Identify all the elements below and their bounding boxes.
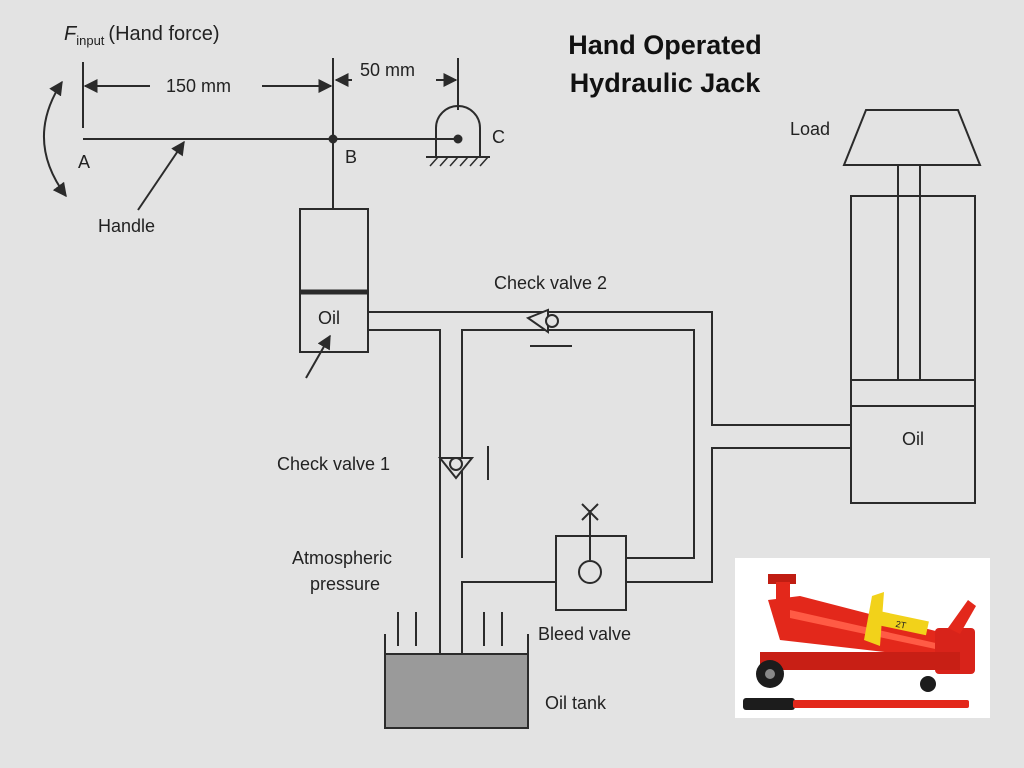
jack-rear-wheel (920, 676, 936, 692)
jack-handle-bar (793, 700, 969, 708)
ram-rod (897, 164, 921, 381)
jack-front-wheel-hub (765, 669, 775, 679)
jack-saddle (768, 574, 796, 584)
pipe-inner-return (461, 329, 695, 559)
atmospheric-label-1: Atmospheric (292, 548, 392, 568)
point-c-label: C (492, 127, 505, 147)
dim-150-label: 150 mm (166, 76, 231, 96)
load-label: Load (790, 119, 830, 139)
jack-label-plate (875, 610, 929, 636)
check-valve-1-ball (449, 457, 463, 471)
atmospheric-label-2: pressure (310, 574, 380, 594)
check-valve-2-label: Check valve 2 (494, 273, 607, 293)
floor-jack-photo: 2T (735, 558, 990, 718)
jack-yellow-clamp (864, 592, 884, 646)
point-a-label: A (78, 152, 90, 172)
oil-tank-wall (384, 634, 529, 729)
title-line-1: Hand Operated (568, 30, 762, 60)
pin-support-c (435, 105, 481, 157)
pin-c-dot (453, 134, 463, 144)
pipe-inner-top (368, 329, 441, 690)
bleed-valve-x (581, 503, 599, 521)
dim-50-label: 50 mm (360, 60, 415, 80)
force-curved-arrow (43, 80, 67, 198)
load-block (842, 109, 982, 166)
jack-saddle-post (776, 582, 790, 600)
oil-tank-fill (385, 654, 528, 728)
title-line-2: Hydraulic Jack (569, 68, 761, 98)
jack-handle-socket (948, 600, 976, 634)
jack-arm-highlight (790, 610, 940, 650)
oil-tank-label: Oil tank (545, 693, 607, 713)
lift-piston (850, 379, 976, 407)
pump-oil-label: Oil (318, 308, 340, 328)
handle-label: Handle (98, 216, 155, 236)
jack-base-frame (760, 652, 960, 670)
jack-handle-grip (743, 698, 795, 710)
pipe-outer (368, 311, 851, 426)
check-valve-1-label: Check valve 1 (277, 454, 390, 474)
bleed-valve-label: Bleed valve (538, 624, 631, 644)
lift-oil-label: Oil (902, 429, 924, 449)
pivot-b-dot (328, 134, 338, 144)
pipe-bleed-return (626, 447, 851, 583)
pump-cylinder (299, 208, 369, 353)
ground-hatch (429, 156, 489, 167)
bleed-valve-ball (578, 560, 602, 584)
point-b-label: B (345, 147, 357, 167)
lift-cylinder (850, 195, 976, 504)
pump-oil-leader (305, 334, 331, 379)
jack-plate-text: 2T (895, 619, 908, 631)
slide-title: Hand Operated Hydraulic Jack (520, 26, 810, 102)
check-valve-2-ball (545, 314, 559, 328)
force-label: Finput(Hand force) (64, 23, 220, 48)
handle-leader (137, 140, 185, 211)
